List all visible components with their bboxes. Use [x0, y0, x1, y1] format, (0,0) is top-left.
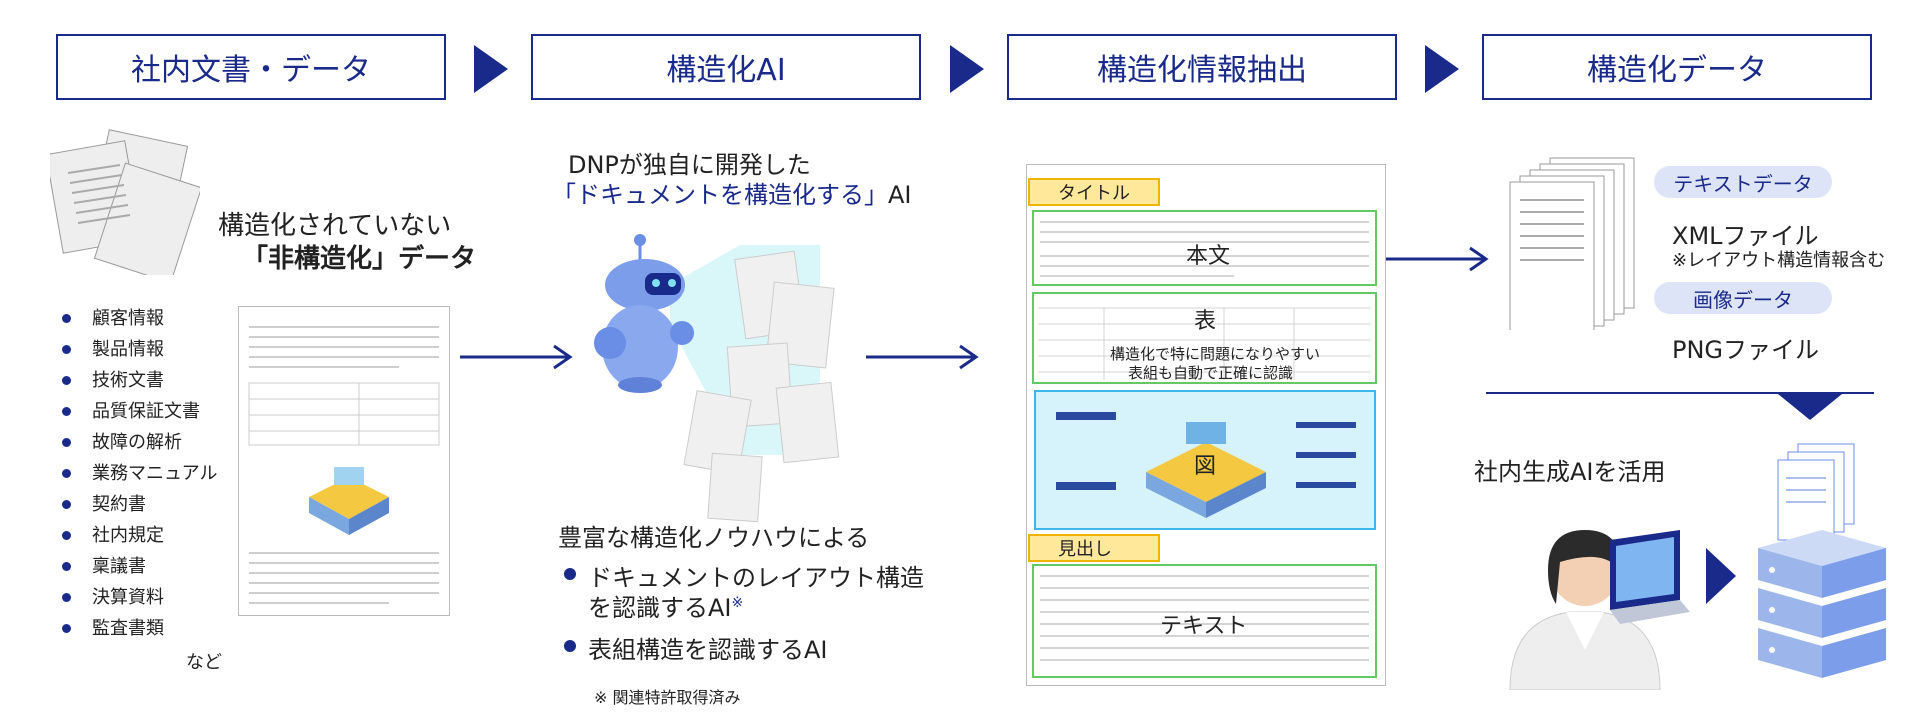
list-item: 契約書: [62, 489, 217, 520]
list-item: 監査書類: [62, 613, 217, 644]
unstructured-heading-2: 「非構造化」データ: [242, 244, 477, 274]
list-item: 技術文書: [62, 365, 217, 396]
text-lines-icon: [1040, 221, 1369, 277]
step-structured-data: 構造化データ: [1482, 34, 1872, 100]
server-stack-icon: [1758, 443, 1886, 678]
heading-tag: 見出し: [1028, 534, 1160, 562]
step-documents: 社内文書・データ: [56, 34, 446, 100]
list-item: 製品情報: [62, 334, 217, 365]
robot-illustration-icon: [594, 234, 840, 523]
list-item: 決算資料: [62, 582, 217, 613]
document-type-list: 顧客情報 製品情報 技術文書 品質保証文書 故障の解析 業務マニュアル 契約書 …: [62, 303, 217, 644]
table-icon: [1038, 307, 1371, 380]
list-item: 顧客情報: [62, 303, 217, 334]
list-item: 社内規定: [62, 520, 217, 551]
text-lines-icon: [1040, 575, 1369, 661]
ai-description-2: 「ドキュメントを構造化する」AI: [552, 181, 912, 209]
list-item: 稟議書: [62, 551, 217, 582]
table-note-2: 表組も自動で正確に認識: [1128, 364, 1294, 382]
sample-document-thumbnail: [238, 306, 450, 616]
list-item: 業務マニュアル: [62, 458, 217, 489]
image-data-badge: 画像データ: [1654, 282, 1832, 314]
text-label: テキスト: [1160, 614, 1248, 639]
text-region: [1032, 564, 1377, 678]
divider: [1486, 392, 1874, 394]
arrow-right-icon: [866, 344, 979, 370]
text-data-badge: テキストデータ: [1654, 166, 1832, 198]
patent-footnote: ※ 関連特許取得済み: [594, 688, 741, 707]
list-item: 故障の解析: [62, 427, 217, 458]
body-text-region: [1032, 210, 1377, 286]
ai-feature-2: 表組構造を認識するAI: [588, 636, 828, 664]
png-file-label: PNGファイル: [1672, 336, 1820, 364]
arrow-right-icon: [460, 344, 573, 370]
figure-label: 図: [1194, 454, 1217, 479]
unstructured-heading-1: 構造化されていない: [218, 211, 452, 241]
know-how-label: 豊富な構造化ノウハウによる: [558, 524, 870, 552]
step-structuring-ai: 構造化AI: [531, 34, 921, 100]
arrow-right-icon: [1386, 246, 1489, 272]
document-stack-icon: [50, 129, 200, 275]
arrow-down-icon: [1778, 394, 1842, 420]
xml-file-label: XMLファイル: [1672, 222, 1819, 250]
list-item: 品質保証文書: [62, 396, 217, 427]
arrow-right-icon: [1425, 45, 1459, 93]
arrow-right-icon: [1706, 548, 1736, 604]
file-stack-icon: [1509, 157, 1635, 330]
body-text-label: 本文: [1186, 244, 1231, 269]
use-ai-label: 社内生成AIを活用: [1474, 458, 1666, 486]
title-tag: タイトル: [1028, 178, 1160, 206]
person-at-computer-icon: [1509, 530, 1690, 690]
bullet-dot: [564, 640, 576, 652]
document-page-icon: [248, 326, 440, 604]
bullet-dot: [564, 568, 576, 580]
ai-feature-1-line2: を認識するAI※: [588, 594, 744, 622]
arrow-right-icon: [950, 45, 984, 93]
etc-label: など: [186, 652, 222, 673]
table-label: 表: [1194, 309, 1217, 334]
table-region: [1032, 292, 1377, 384]
ai-feature-1-line1: ドキュメントのレイアウト構造: [588, 564, 924, 592]
table-note-1: 構造化で特に問題になりやすい: [1110, 345, 1321, 363]
infographic-icon: [1056, 412, 1356, 518]
step-extraction: 構造化情報抽出: [1007, 34, 1397, 100]
figure-region: [1034, 390, 1376, 530]
arrow-right-icon: [474, 45, 508, 93]
xml-note: ※レイアウト構造情報含む: [1672, 250, 1886, 271]
ai-description-1: DNPが独自に開発した: [568, 151, 811, 179]
